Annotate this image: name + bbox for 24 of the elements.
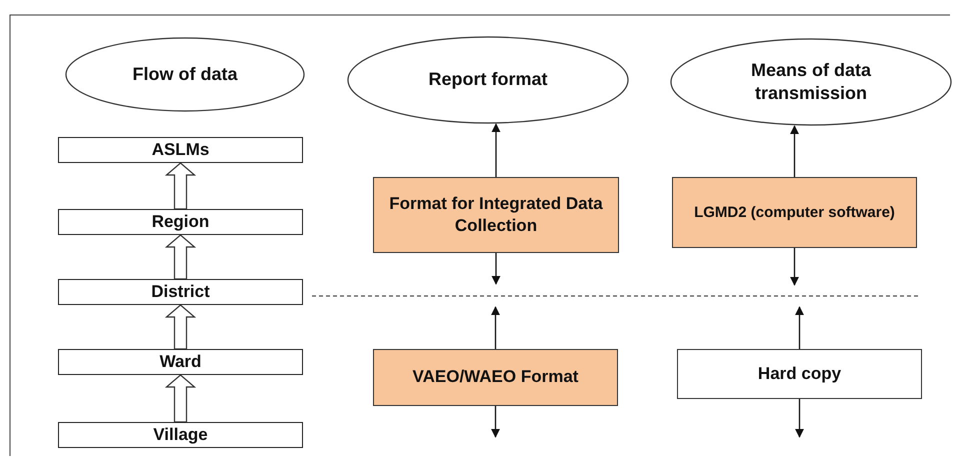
level-box: Village <box>58 422 303 448</box>
block-arrow <box>164 304 196 350</box>
level-box: District <box>58 279 303 305</box>
heading-oval: Report format <box>347 36 629 124</box>
block-arrow <box>164 374 196 423</box>
block-arrow <box>164 162 196 210</box>
format-box: VAEO/WAEO Format <box>373 349 618 406</box>
level-box: Region <box>58 209 303 235</box>
level-box: Ward <box>58 349 303 375</box>
format-box: Hard copy <box>677 349 922 399</box>
arrow <box>795 306 804 349</box>
heading-oval: Flow of data <box>65 37 305 112</box>
arrow <box>492 123 500 177</box>
arrow <box>491 406 500 438</box>
heading-oval: Means of data transmission <box>670 38 952 126</box>
format-box: LGMD2 (computer software) <box>672 177 917 248</box>
arrow <box>491 306 500 349</box>
level-box: ASLMs <box>58 137 303 163</box>
arrow <box>790 125 799 177</box>
arrow <box>492 253 500 285</box>
arrow <box>790 248 799 286</box>
arrow <box>795 399 804 438</box>
format-box: Format for Integrated Data Collection <box>373 177 619 253</box>
block-arrow <box>164 234 196 280</box>
